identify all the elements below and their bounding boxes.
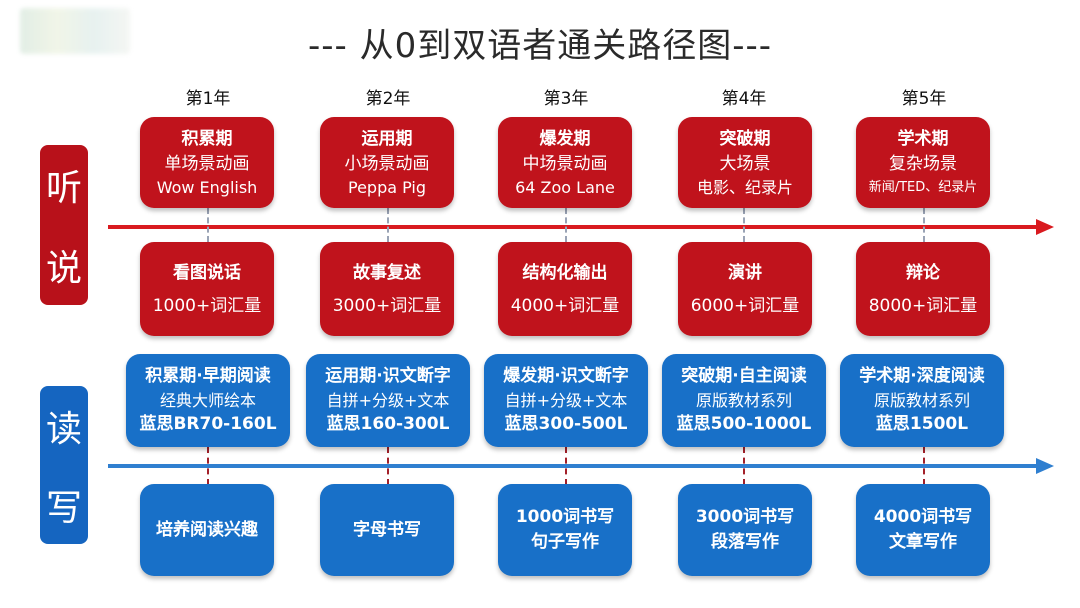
stage-example: Wow English	[156, 177, 258, 197]
listen-stage-card: 积累期 单场景动画 Wow English	[140, 117, 274, 208]
side-char-write: 写	[45, 487, 82, 529]
speak-card: 故事复述 3000+词汇量	[320, 242, 454, 336]
write-card: 1000词书写 句子写作	[498, 484, 632, 576]
stage-name: 爆发期	[539, 128, 591, 149]
vocab-count: 8000+词汇量	[868, 295, 978, 316]
write-line-2: 文章写作	[889, 532, 957, 552]
read-card: 运用期·识文断字 自拼+分级+文本 蓝思160-300L	[306, 354, 470, 447]
write-line-2: 段落写作	[711, 532, 779, 552]
write-card: 培养阅读兴趣	[140, 484, 274, 576]
stage-content: 中场景动画	[522, 153, 608, 174]
side-char-listen: 听	[45, 168, 82, 209]
speak-card: 结构化输出 4000+词汇量	[498, 242, 632, 336]
stage-content: 大场景	[719, 153, 771, 174]
read-material: 原版教材系列	[695, 391, 792, 410]
speak-title: 演讲	[728, 262, 762, 283]
connector	[743, 447, 745, 485]
stage-example: 64 Zoo Lane	[515, 177, 615, 197]
read-card: 突破期·自主阅读 原版教材系列 蓝思500-1000L	[662, 354, 826, 447]
stage-example: Peppa Pig	[347, 177, 427, 197]
listen-stage-card: 爆发期 中场景动画 64 Zoo Lane	[498, 117, 632, 208]
read-material: 经典大师绘本	[159, 391, 256, 410]
speak-card: 看图说话 1000+词汇量	[140, 242, 274, 336]
blue-arrowhead	[1036, 458, 1054, 474]
speak-card: 演讲 6000+词汇量	[678, 242, 812, 336]
connector	[565, 447, 567, 485]
lexile-range: 蓝思500-1000L	[676, 414, 812, 434]
vocab-count: 4000+词汇量	[510, 295, 620, 316]
connector	[387, 208, 389, 242]
write-card: 字母书写	[320, 484, 454, 576]
connector	[923, 208, 925, 242]
side-char-read: 读	[45, 408, 82, 450]
connector	[923, 447, 925, 485]
stage-example: 新闻/TED、纪录片	[868, 179, 978, 195]
year-1: 第1年	[185, 89, 231, 109]
read-material: 原版教材系列	[873, 391, 970, 410]
read-title: 学术期·深度阅读	[859, 366, 985, 386]
side-char-speak: 说	[45, 248, 82, 289]
write-line-2: 句子写作	[531, 532, 599, 552]
lexile-range: 蓝思160-300L	[326, 414, 450, 434]
read-card: 爆发期·识文断字 自拼+分级+文本 蓝思300-500L	[484, 354, 648, 447]
lexile-range: 蓝思300-500L	[504, 414, 628, 434]
speak-title: 结构化输出	[522, 262, 608, 283]
read-title: 运用期·识文断字	[325, 366, 451, 386]
side-label-listen-speak: 听 说	[40, 145, 88, 305]
stage-content: 小场景动画	[344, 153, 430, 174]
vocab-count: 3000+词汇量	[332, 295, 442, 316]
write-line-1: 4000词书写	[873, 507, 973, 527]
connector	[207, 208, 209, 242]
stage-content: 单场景动画	[164, 153, 250, 174]
read-card: 学术期·深度阅读 原版教材系列 蓝思1500L	[840, 354, 1004, 447]
page-title: --- 从0到双语者通关路径图---	[307, 26, 773, 66]
listen-stage-card: 运用期 小场景动画 Peppa Pig	[320, 117, 454, 208]
write-line-1: 培养阅读兴趣	[156, 519, 258, 540]
write-line-1: 字母书写	[353, 519, 421, 540]
read-material: 自拼+分级+文本	[326, 391, 450, 410]
vocab-count: 6000+词汇量	[690, 295, 800, 316]
write-card: 3000词书写 段落写作	[678, 484, 812, 576]
speak-title: 故事复述	[353, 262, 421, 283]
speak-title: 辩论	[906, 262, 940, 283]
year-5: 第5年	[901, 89, 947, 109]
vocab-count: 1000+词汇量	[152, 295, 262, 316]
write-line-1: 3000词书写	[695, 507, 795, 527]
side-label-read-write: 读 写	[40, 386, 88, 544]
read-title: 突破期·自主阅读	[681, 366, 807, 386]
lexile-range: 蓝思1500L	[875, 414, 969, 434]
year-3: 第3年	[543, 89, 589, 109]
connector	[743, 208, 745, 242]
blurred-logo	[20, 8, 130, 54]
stage-name: 积累期	[181, 128, 233, 149]
read-title: 积累期·早期阅读	[145, 366, 271, 386]
speak-title: 看图说话	[173, 262, 241, 283]
stage-content: 复杂场景	[889, 153, 957, 174]
read-title: 爆发期·识文断字	[503, 366, 629, 386]
year-2: 第2年	[365, 89, 411, 109]
connector	[387, 447, 389, 485]
listen-stage-card: 突破期 大场景 电影、纪录片	[678, 117, 812, 208]
year-4: 第4年	[721, 89, 767, 109]
red-arrowhead	[1036, 219, 1054, 235]
read-card: 积累期·早期阅读 经典大师绘本 蓝思BR70-160L	[126, 354, 290, 447]
listen-stage-card: 学术期 复杂场景 新闻/TED、纪录片	[856, 117, 990, 208]
stage-name: 突破期	[719, 128, 771, 149]
connector	[207, 447, 209, 485]
stage-name: 学术期	[897, 128, 949, 149]
lexile-range: 蓝思BR70-160L	[139, 414, 277, 434]
stage-name: 运用期	[361, 128, 413, 149]
stage-example: 电影、纪录片	[696, 177, 793, 197]
write-card: 4000词书写 文章写作	[856, 484, 990, 576]
speak-card: 辩论 8000+词汇量	[856, 242, 990, 336]
write-line-1: 1000词书写	[515, 507, 615, 527]
read-material: 自拼+分级+文本	[504, 391, 628, 410]
connector	[565, 208, 567, 242]
